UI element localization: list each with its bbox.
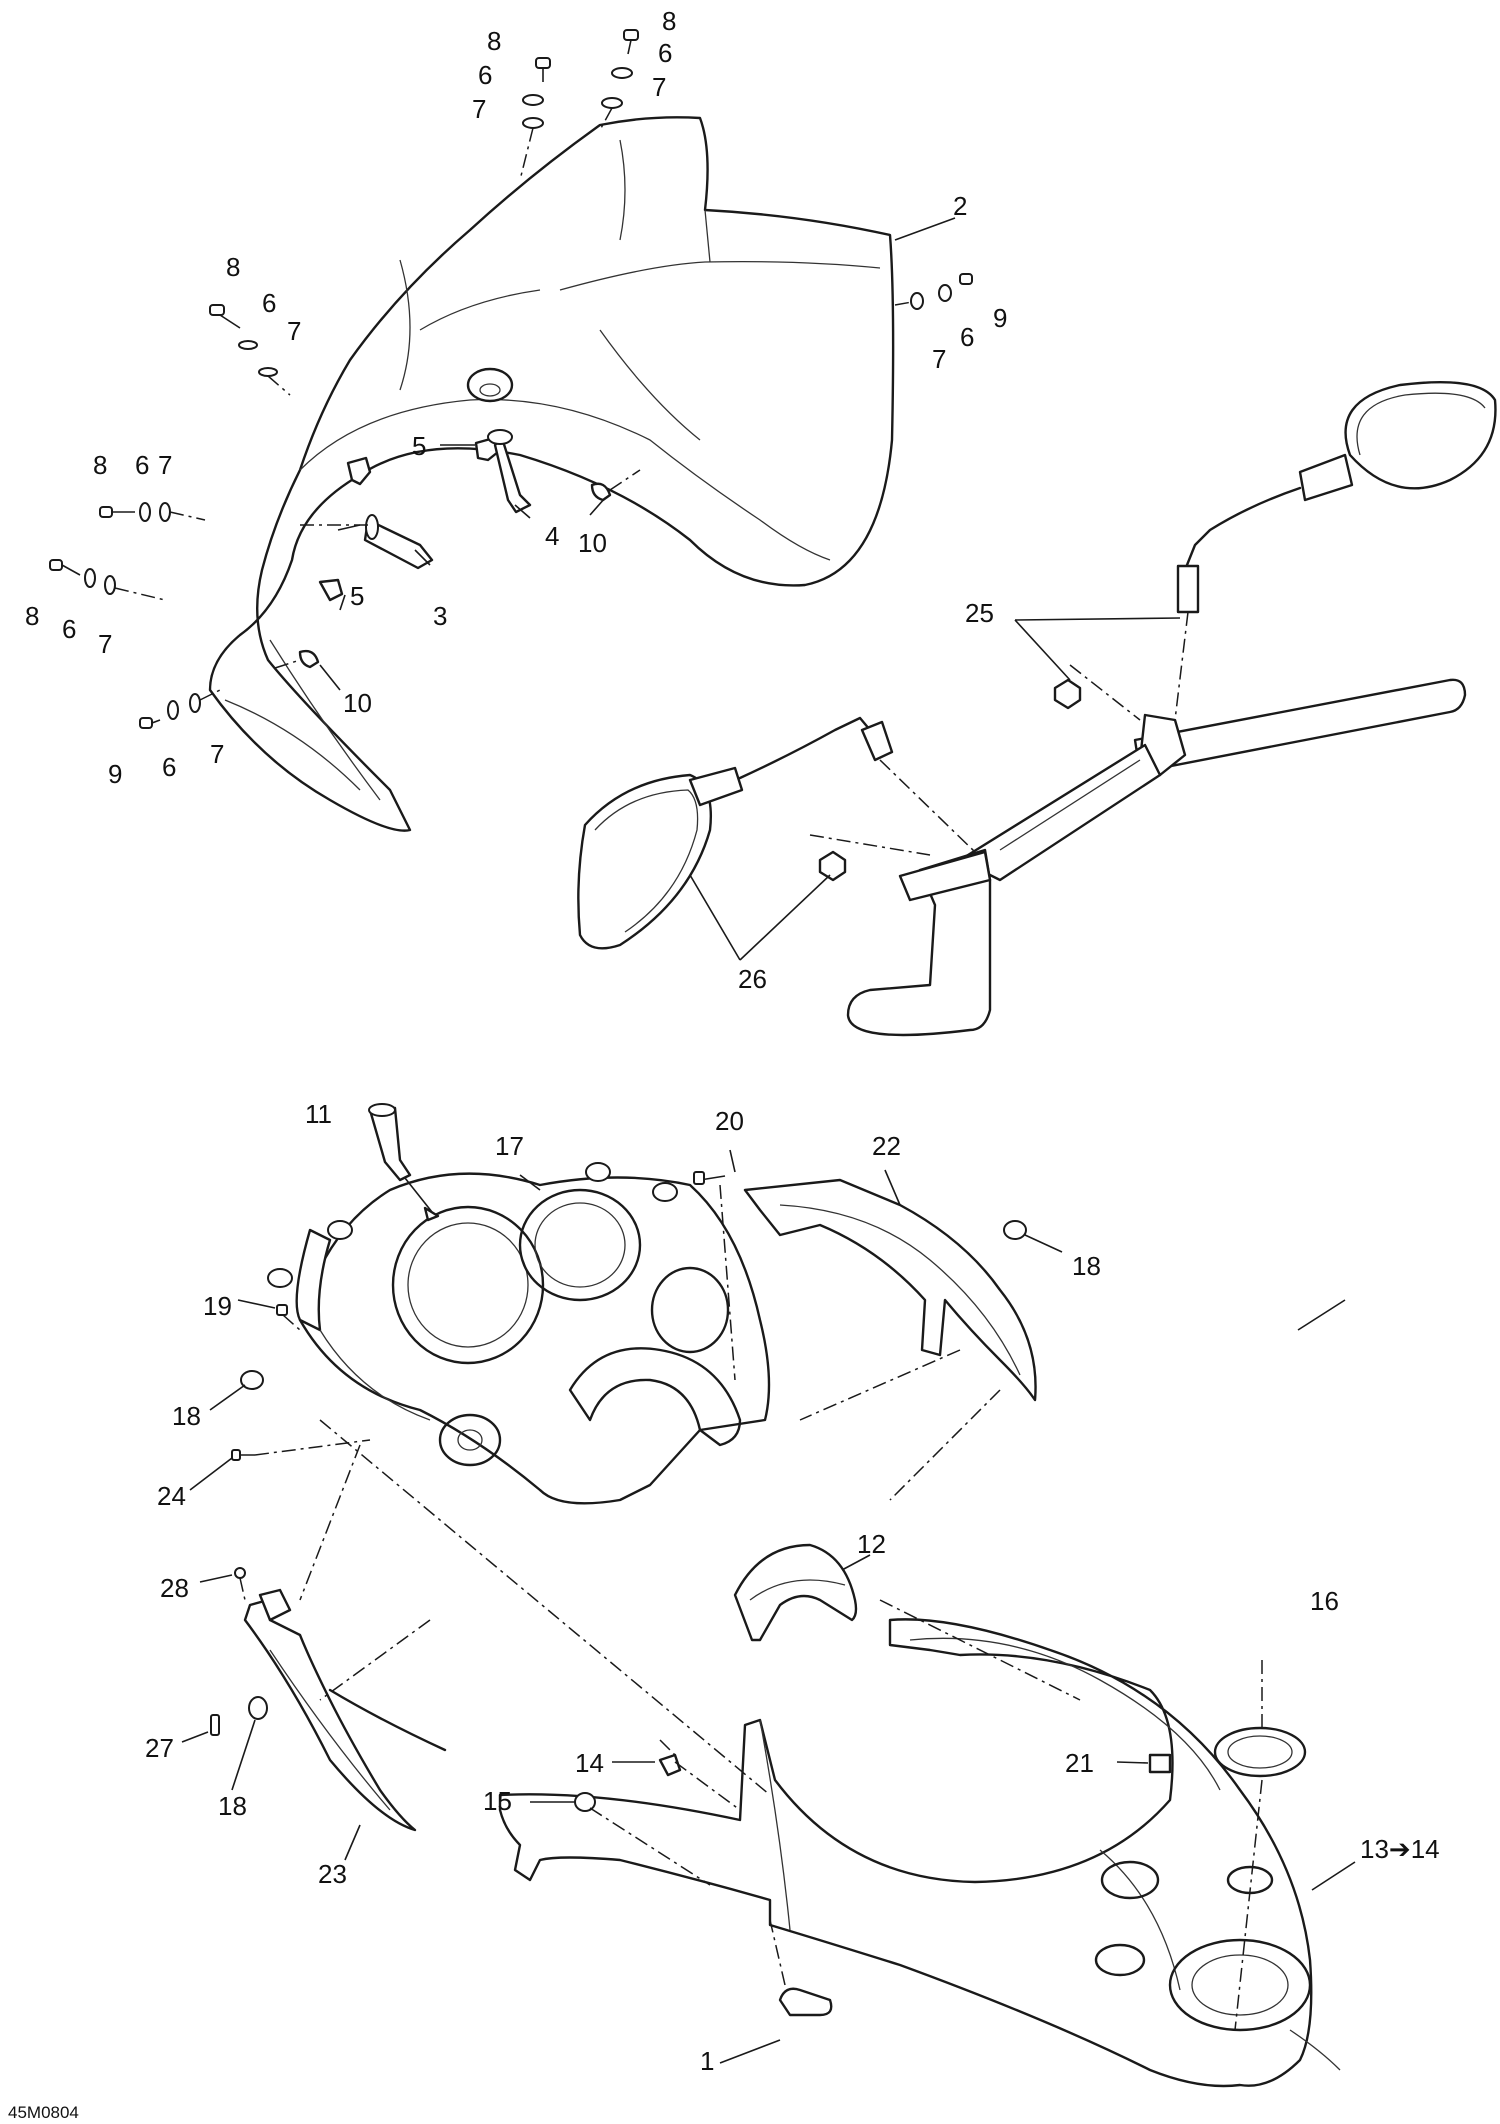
callout-13-to-14: 13➔14 <box>1360 1834 1440 1864</box>
instrument-panel-housing <box>295 1172 771 1505</box>
callout-4: 4 <box>545 521 559 551</box>
callout-15: 15 <box>483 1786 512 1816</box>
callout-7: 7 <box>472 94 486 124</box>
callout-7: 7 <box>932 344 946 374</box>
callout-10: 10 <box>578 528 607 558</box>
assembly-lines <box>299 1349 1081 1796</box>
callout-12: 12 <box>857 1529 886 1559</box>
windshield-fairing <box>208 116 895 832</box>
callout-8: 8 <box>25 601 39 631</box>
callout-6: 6 <box>658 38 672 68</box>
lower-hardware <box>210 1103 1172 2017</box>
callout-6: 6 <box>960 322 974 352</box>
callout-1: 1 <box>700 2046 714 2076</box>
callout-6: 6 <box>162 752 176 782</box>
lower-console-body <box>498 1618 1341 2088</box>
callout-2: 2 <box>953 191 967 221</box>
left-side-trim <box>243 1588 447 1832</box>
callout-8: 8 <box>487 26 501 56</box>
callout-26: 26 <box>738 964 767 994</box>
drawing-reference-code: 45M0804 <box>8 2103 79 2122</box>
callout-23: 23 <box>318 1859 347 1889</box>
callout-25: 25 <box>965 598 994 628</box>
callout-16: 16 <box>1310 1586 1339 1616</box>
callout-8: 8 <box>226 252 240 282</box>
leader-lines <box>181 217 1356 2064</box>
callout-6: 6 <box>135 450 149 480</box>
callout-17: 17 <box>495 1131 524 1161</box>
callout-6: 6 <box>62 614 76 644</box>
callout-8: 8 <box>93 450 107 480</box>
callout-11: 11 <box>305 1099 332 1129</box>
callout-6: 6 <box>262 288 276 318</box>
callout-7: 7 <box>158 450 172 480</box>
callout-3: 3 <box>433 601 447 631</box>
callout-24: 24 <box>157 1481 186 1511</box>
callout-14: 14 <box>575 1748 604 1778</box>
callout-7: 7 <box>652 72 666 102</box>
callout-22: 22 <box>872 1131 901 1161</box>
callout-7: 7 <box>287 316 301 346</box>
callout-19: 19 <box>203 1291 232 1321</box>
callout-7: 7 <box>210 739 224 769</box>
callout-21: 21 <box>1065 1748 1094 1778</box>
callout-20: 20 <box>715 1106 744 1136</box>
callout-8: 8 <box>662 6 676 36</box>
callout-27: 27 <box>145 1733 174 1763</box>
callout-10: 10 <box>343 688 372 718</box>
callout-5: 5 <box>412 431 426 461</box>
center-shell-cover <box>733 1543 858 1642</box>
callout-18: 18 <box>1072 1251 1101 1281</box>
callout-9: 9 <box>108 759 122 789</box>
callout-18: 18 <box>218 1791 247 1821</box>
fairing-hardware <box>49 29 973 729</box>
callout-9: 9 <box>993 303 1007 333</box>
handlebar-mirror-assembly <box>577 380 1497 1037</box>
callout-28: 28 <box>160 1573 189 1603</box>
callout-7: 7 <box>98 629 112 659</box>
fuel-cap-ring <box>1213 1660 1307 2031</box>
callout-5: 5 <box>350 581 364 611</box>
callout-18: 18 <box>172 1401 201 1431</box>
right-upper-trim <box>743 1178 1037 1402</box>
callout-6: 6 <box>478 60 492 90</box>
callout-labels: 8 6 7 8 6 7 2 9 6 7 8 6 7 8 6 7 8 6 7 5 … <box>8 6 1440 2122</box>
